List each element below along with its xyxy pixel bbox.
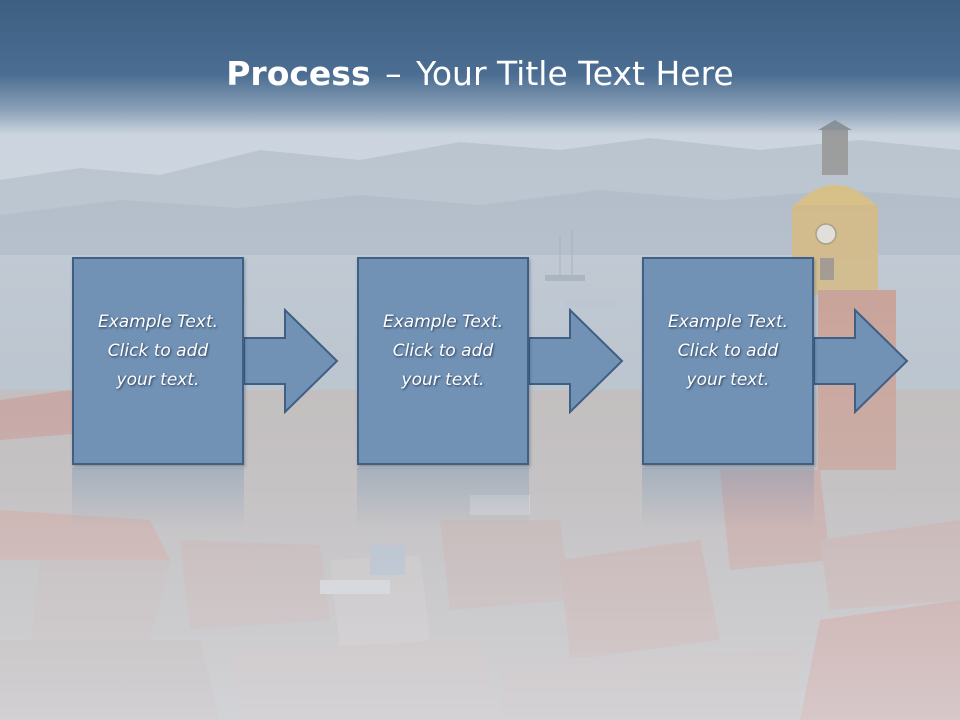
step-3-arrow <box>813 308 909 414</box>
slide-title[interactable]: Process – Your Title Text Here <box>0 52 960 96</box>
title-band <box>0 0 960 135</box>
step-1-box[interactable]: Example Text. Click to add your text. <box>72 257 244 465</box>
title-bold-part: Process <box>226 54 371 93</box>
step-2-arrow <box>528 308 624 414</box>
step-1-arrow <box>243 308 339 414</box>
step-2-box[interactable]: Example Text. Click to add your text. <box>357 257 529 465</box>
step-2-text: Example Text. Click to add your text. <box>382 311 504 390</box>
step-1-text: Example Text. Click to add your text. <box>97 311 219 390</box>
title-rest: Your Title Text Here <box>416 54 734 93</box>
title-dash: – <box>385 54 402 93</box>
step-3-reflection <box>642 468 814 528</box>
step-1-reflection <box>72 468 244 528</box>
step-3-box[interactable]: Example Text. Click to add your text. <box>642 257 814 465</box>
step-2-reflection <box>357 468 529 528</box>
step-3-text: Example Text. Click to add your text. <box>667 311 789 390</box>
